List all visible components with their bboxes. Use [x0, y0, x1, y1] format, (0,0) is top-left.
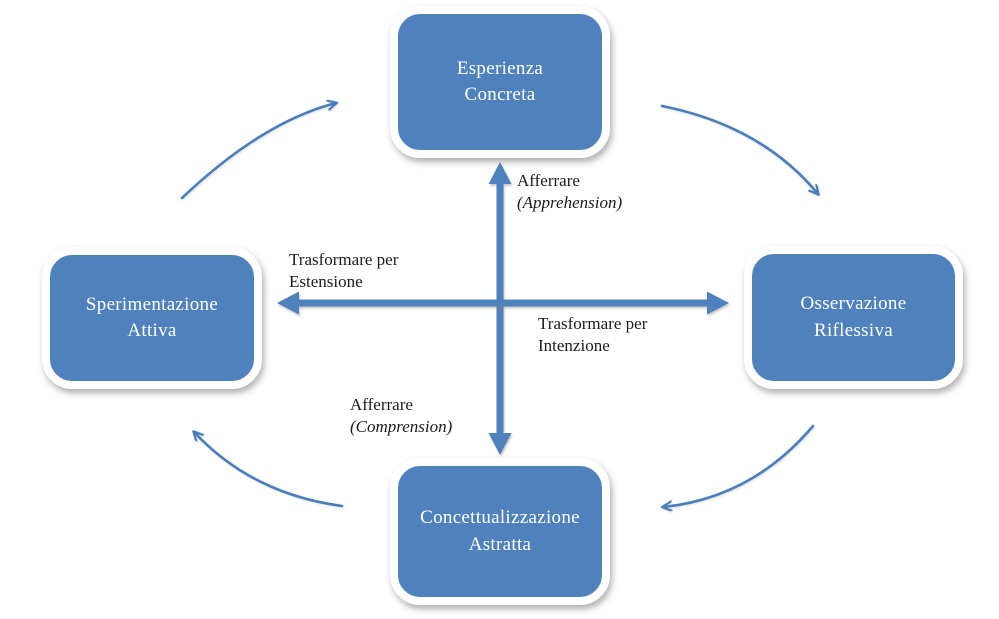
node-esperienza-concreta: Esperienza Concreta	[390, 6, 610, 158]
axis-vertical-double-arrow	[488, 162, 512, 455]
label-trasformare-intenzione-line2: Intenzione	[538, 336, 610, 355]
cycle-arrow-top-to-right	[660, 104, 818, 194]
label-trasformare-intenzione: Trasformare per Intenzione	[538, 313, 647, 357]
node-concettualizzazione-astratta: Concettualizzazione Astratta	[390, 458, 610, 605]
node-left-line1: Sperimentazione	[85, 293, 219, 315]
label-afferrare-comprension-line2: (Comprension)	[350, 417, 453, 436]
cycle-arrow-right-to-bottom	[663, 424, 815, 507]
label-afferrare-comprension-line1: Afferrare	[350, 395, 413, 414]
node-right-line1: Osservazione	[800, 293, 907, 315]
label-afferrare-apprehension: Afferrare (Apprehension)	[517, 170, 622, 214]
node-top-line1: Esperienza	[456, 57, 544, 79]
cycle-arrow-left-to-top	[180, 103, 336, 200]
label-trasformare-estensione-line1: Trasformare per	[289, 250, 399, 269]
node-sperimentazione-attiva: Sperimentazione Attiva	[42, 247, 262, 389]
node-right-line2: Riflessiva	[813, 319, 893, 341]
label-afferrare-comprension: Afferrare (Comprension)	[350, 394, 452, 438]
label-trasformare-estensione: Trasformare per Estensione	[289, 249, 398, 293]
label-afferrare-apprehension-line1: Afferrare	[517, 171, 580, 190]
node-sperimentazione-attiva-label: Sperimentazione Attiva	[86, 292, 218, 344]
node-left-line2: Attiva	[127, 320, 177, 341]
node-osservazione-riflessiva-label: Osservazione Riflessiva	[801, 291, 907, 343]
label-trasformare-estensione-line2: Estensione	[289, 272, 363, 291]
node-bottom-line1: Concettualizzazione	[420, 507, 580, 529]
node-osservazione-riflessiva: Osservazione Riflessiva	[744, 246, 963, 389]
axis-horizontal-double-arrow	[277, 291, 729, 315]
label-afferrare-apprehension-line2: (Apprehension)	[517, 193, 623, 212]
node-esperienza-concreta-label: Esperienza Concreta	[457, 56, 543, 108]
node-concettualizzazione-astratta-label: Concettualizzazione Astratta	[420, 505, 580, 557]
cycle-arrow-bottom-to-left	[194, 432, 344, 508]
node-top-line2: Concreta	[464, 84, 536, 105]
node-bottom-line2: Astratta	[468, 533, 532, 555]
label-trasformare-intenzione-line1: Trasformare per	[538, 314, 648, 333]
